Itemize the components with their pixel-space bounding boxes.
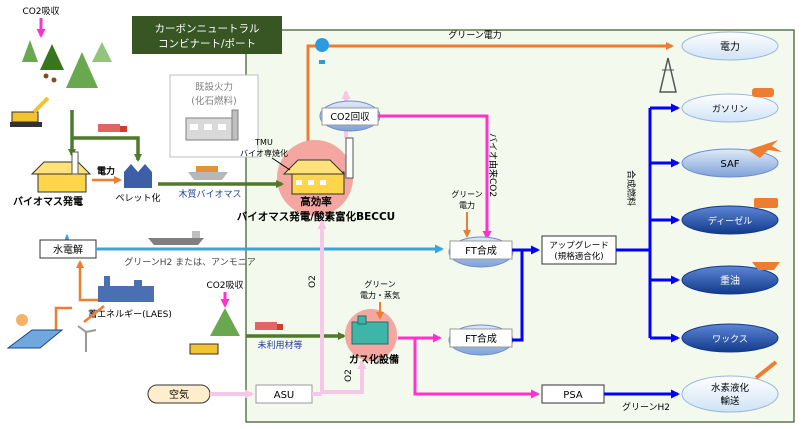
rocket-icon <box>754 360 778 380</box>
biomass-power-label: バイオマス発電 <box>13 195 83 208</box>
upgrade-label-2: (規格適合化) <box>554 251 603 262</box>
output-h2-transport: 水素液化 輸送 <box>681 360 779 413</box>
co2-capture-top-label: CO2吸収 <box>22 5 59 17</box>
beccu-plant: 高効率 バイオマス発電/酸素富化BECCU <box>237 137 395 223</box>
ft-synthesis-2: FT合成 <box>448 324 514 356</box>
biomass-supply: CO2吸収 バイオマス発電 電力 <box>10 5 284 208</box>
psa-label: PSA <box>563 390 583 401</box>
gasoline-label: ガソリン <box>712 104 748 115</box>
diesel-label: ディーゼル <box>708 215 752 227</box>
bio-co2-label: バイオ由来CO2 <box>487 133 499 197</box>
saf-label: SAF <box>720 159 739 170</box>
green-power-small-label-2: 電力 <box>459 200 475 210</box>
ft2-to-upgrade <box>512 250 524 342</box>
ft-synthesis-2-label: FT合成 <box>465 332 497 345</box>
green-h2-label: グリーンH2 <box>622 401 670 413</box>
power-label: 電力 <box>97 165 115 177</box>
psa-unit: PSA グリーンH2 <box>541 384 680 413</box>
green-power-top-flow: グリーン電力 <box>306 29 674 155</box>
pellet-factory-icon <box>124 164 152 188</box>
output-electricity: 電力 <box>659 31 779 93</box>
beccu-label-2: バイオマス発電/酸素富化BECCU <box>237 210 395 223</box>
existing-thermal-label-2: (化石燃料) <box>191 95 236 107</box>
tree-icon <box>210 308 240 336</box>
truck-small-icon <box>255 322 283 330</box>
h2-transport-label-2: 輸送 <box>720 395 740 407</box>
tmu-label-1: TMU <box>254 138 273 147</box>
green-power-small-label-1: グリーン <box>451 189 483 199</box>
h2-or-ammonia-label: グリーンH2 または、アンモニア <box>124 256 256 268</box>
existing-thermal-label-1: 既設火力 <box>195 81 233 93</box>
gasifier-label: ガス化設備 <box>349 353 399 366</box>
co2-recovery-label: CO2回収 <box>330 111 370 123</box>
region-title-line1: カーボンニュートラル <box>155 23 260 35</box>
upgrade-box: アップグレード (規格適合化) <box>541 235 617 265</box>
heavy-oil-label: 重油 <box>720 274 740 287</box>
storage-label: 蓄エネルギー(LAES) <box>88 308 172 320</box>
wind-turbine-icon <box>77 325 97 352</box>
biomass-power-plant-icon <box>30 151 92 193</box>
air-asu: 空気 ASU <box>147 384 322 404</box>
beccu-label-1: 高効率 <box>300 195 332 208</box>
wax-label: ワックス <box>712 334 748 345</box>
existing-thermal-plant: 既設火力 (化石燃料) <box>169 74 259 158</box>
water-electrolysis-label: 水電解 <box>53 243 83 256</box>
ft-synthesis-1: FT合成 <box>448 236 514 268</box>
storage-facility-icon <box>98 276 154 302</box>
output-heavy-oil: 重油 <box>681 262 780 295</box>
output-wax: ワックス <box>681 323 779 353</box>
excavator-small-icon <box>189 343 219 355</box>
ship-icon <box>752 262 780 270</box>
output-saf: SAF <box>681 140 782 178</box>
pelletize-label: ペレット化 <box>115 192 160 204</box>
o2-lower-label: O2 <box>344 369 354 382</box>
forest-icon <box>22 40 112 88</box>
co2-recovery: CO2回収 <box>319 100 381 132</box>
region-title-line2: コンビナート/ポート <box>158 38 256 50</box>
green-power-steam-label-1: グリーン <box>364 279 396 289</box>
lightbulb-icon <box>315 38 330 52</box>
syngas-to-psa <box>413 338 540 399</box>
electricity-label: 電力 <box>720 40 740 53</box>
tmu-label-2: バイオ専焼化 <box>240 148 288 158</box>
unused-materials-label: 未利用材等 <box>257 339 302 351</box>
green-power-steam-label-2: 電力・蒸気 <box>360 290 400 300</box>
o2-upper-label: O2 <box>308 275 318 288</box>
truck-icon <box>754 198 778 208</box>
o2-lower-arrow <box>322 360 367 394</box>
asu-label: ASU <box>274 390 295 401</box>
truck-icon <box>98 124 127 132</box>
synthetic-fuel-distribution: 合成燃料 <box>616 103 680 343</box>
tmu-pointer <box>271 157 291 171</box>
co2-capture-bottom-label: CO2吸収 <box>206 279 243 291</box>
upgrade-label-1: アップグレード <box>549 240 609 251</box>
solar-panel-icon <box>6 314 64 349</box>
bio-co2-flow <box>378 114 492 240</box>
hydrogen-supply: 水電解 グリーンH2 または、アンモニア 蓄エネルギー(LAES) <box>6 231 444 352</box>
wood-biomass-label: 木質バイオマス <box>178 188 241 200</box>
airplane-icon <box>748 140 782 158</box>
car-icon <box>752 88 774 97</box>
air-label: 空気 <box>169 388 189 401</box>
ft-synthesis-1-label: FT合成 <box>465 244 497 257</box>
h2-transport-label-1: 水素液化 <box>711 382 750 394</box>
transmission-tower-icon <box>659 57 677 93</box>
tanker-ship-icon <box>148 231 204 245</box>
synthetic-fuel-label: 合成燃料 <box>625 170 637 206</box>
output-gasoline: ガソリン <box>681 88 779 123</box>
green-power-top-label: グリーン電力 <box>448 29 502 41</box>
ship-icon <box>188 166 228 180</box>
output-diesel: ディーゼル <box>681 198 779 235</box>
excavator-icon <box>10 96 50 127</box>
